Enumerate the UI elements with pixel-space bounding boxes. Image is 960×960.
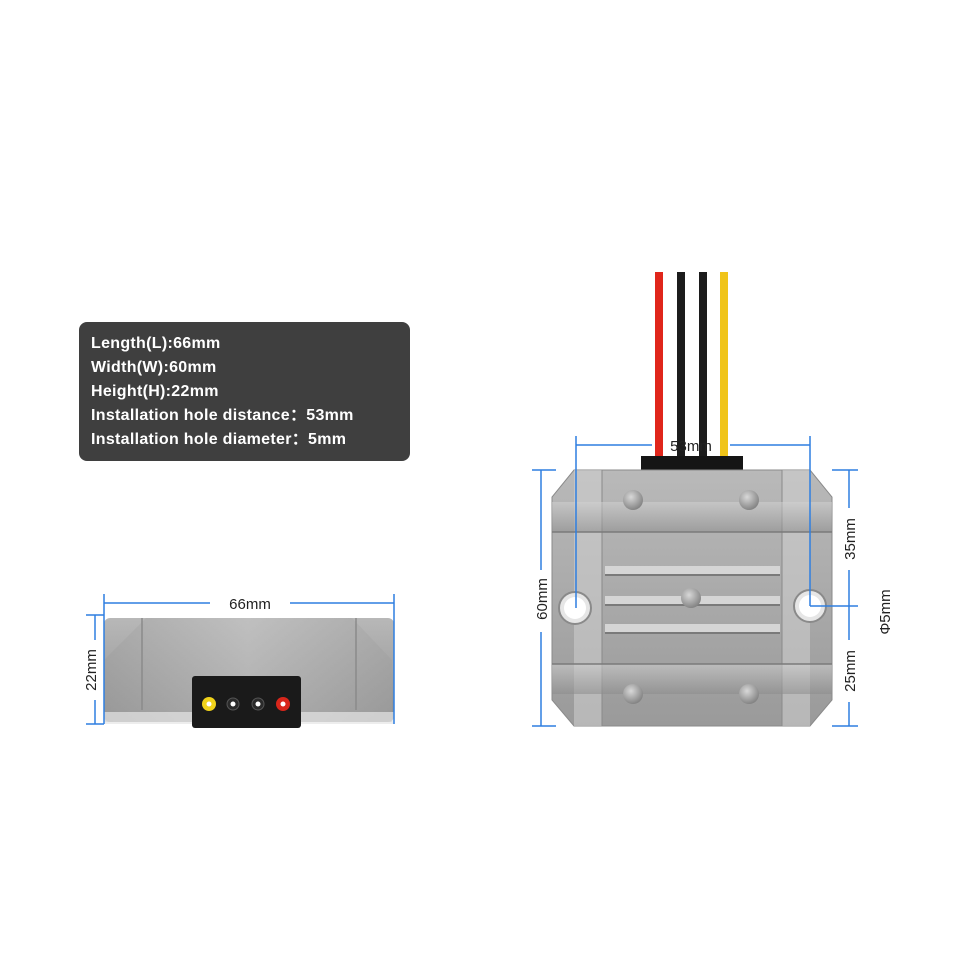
side-width-label: 66mm xyxy=(229,596,271,613)
side-view xyxy=(104,618,394,728)
screw-top-right xyxy=(739,490,759,510)
wire-grommet xyxy=(641,456,743,470)
top-dimensions xyxy=(532,436,858,727)
wire-red xyxy=(655,272,663,464)
side-housing-shade xyxy=(104,618,392,722)
wire-yellow xyxy=(720,272,728,464)
screw-bottom-left xyxy=(623,684,643,704)
lower-distance-label: 25mm xyxy=(842,650,859,692)
hole-diameter-label: Φ5mm xyxy=(877,589,894,634)
side-dimensions xyxy=(86,594,395,725)
spec-width: Width(W):60mm xyxy=(91,359,217,376)
spec-box: Length(L):66mm Width(W):60mm Height(H):2… xyxy=(79,322,410,461)
screw-top-left xyxy=(623,490,643,510)
wire-black-2 xyxy=(699,272,707,464)
upper-distance-label: 35mm xyxy=(842,518,859,560)
spec-length: Length(L):66mm xyxy=(91,335,221,352)
spec-hole-diameter: Installation hole diameter：5mm xyxy=(91,431,347,448)
side-height-label: 22mm xyxy=(83,649,100,691)
top-width-label: 60mm xyxy=(534,578,551,620)
fin-2 xyxy=(605,566,780,574)
screw-bottom-right xyxy=(739,684,759,704)
screw-center xyxy=(681,588,701,608)
spec-hole-distance: Installation hole distance：53mm xyxy=(91,407,354,424)
fin-6 xyxy=(552,664,832,694)
fin-4 xyxy=(605,624,780,632)
fin-1 xyxy=(552,502,832,532)
hole-distance-label: 53mm xyxy=(670,438,712,455)
spec-height: Height(H):22mm xyxy=(91,383,219,400)
wire-black-1 xyxy=(677,272,685,464)
connector-block xyxy=(192,676,301,728)
top-view xyxy=(551,272,833,727)
